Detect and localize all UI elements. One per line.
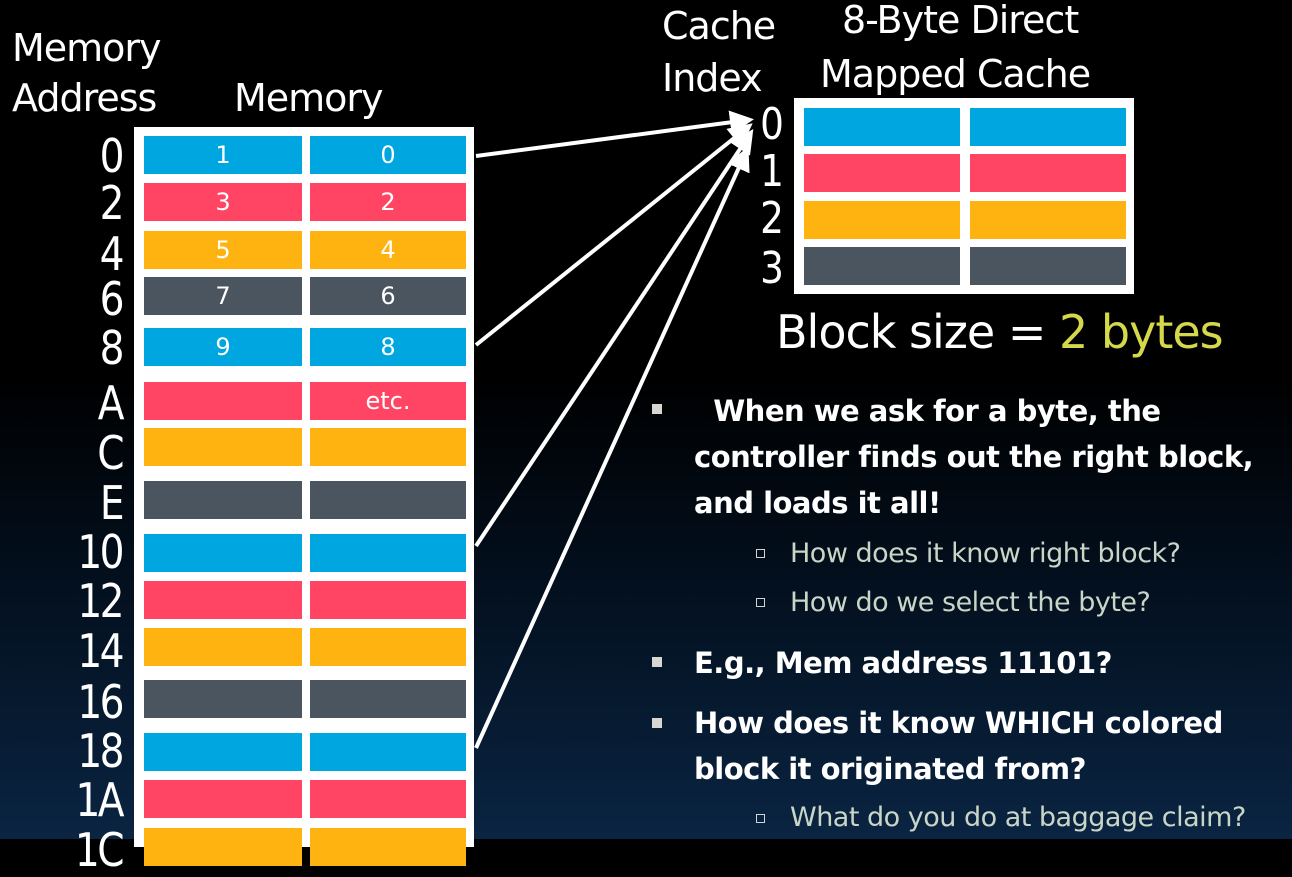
bullet-square-icon bbox=[652, 404, 662, 414]
block-size-label: Block size = bbox=[776, 305, 1060, 359]
memory-byte-cell: etc. bbox=[310, 382, 466, 420]
memory-address-label: C bbox=[97, 426, 124, 480]
cache-title-line1: 8-Byte Direct bbox=[842, 0, 1079, 42]
memory-address-header-line2: Address bbox=[12, 76, 157, 120]
memory-address-label: 10 bbox=[77, 525, 124, 579]
mapping-arrow bbox=[474, 146, 750, 749]
cache-block-cell bbox=[804, 247, 960, 285]
memory-byte-cell: 6 bbox=[310, 277, 466, 315]
sub-bullet-square-icon bbox=[756, 598, 765, 607]
bullet-text: When we ask for a byte, the bbox=[694, 394, 1161, 428]
memory-address-label: 0 bbox=[99, 129, 125, 183]
sub-bullet-text: How do we select the byte? bbox=[790, 587, 1151, 618]
cache-index-header-line2: Index bbox=[662, 56, 763, 100]
mapping-arrow bbox=[474, 123, 753, 347]
block-size-value: 2 bytes bbox=[1059, 305, 1224, 359]
memory-byte-cell bbox=[144, 428, 302, 466]
memory-byte-cell: 7 bbox=[144, 277, 302, 315]
block-size-caption: Block size = 2 bytes bbox=[776, 302, 1224, 362]
bullet-text: How does it know WHICH colored bbox=[694, 706, 1223, 740]
cache-index-label: 3 bbox=[760, 243, 784, 294]
memory-byte-cell bbox=[144, 780, 302, 818]
memory-byte-cell: 3 bbox=[144, 183, 302, 221]
memory-byte-cell bbox=[310, 680, 466, 718]
memory-address-label: 2 bbox=[99, 176, 125, 230]
memory-address-label: 16 bbox=[77, 675, 124, 729]
sub-bullet-square-icon bbox=[756, 814, 765, 823]
memory-byte-cell: 8 bbox=[310, 328, 466, 366]
memory-address-header-line1: Memory bbox=[12, 26, 162, 70]
bullet-square-icon bbox=[652, 718, 662, 728]
memory-byte-cell bbox=[144, 581, 302, 619]
cache-index-label: 2 bbox=[760, 193, 784, 244]
memory-address-label: 6 bbox=[99, 272, 125, 326]
memory-byte-cell: 4 bbox=[310, 231, 466, 269]
sub-bullet-text: What do you do at baggage claim? bbox=[790, 802, 1246, 833]
memory-byte-cell: 0 bbox=[310, 136, 466, 174]
memory-byte-cell: 2 bbox=[310, 183, 466, 221]
cache-index-label: 0 bbox=[760, 99, 784, 150]
mapping-arrow bbox=[475, 110, 754, 158]
mapping-arrow bbox=[474, 129, 754, 548]
bullet-text: block it originated from? bbox=[694, 752, 1086, 786]
memory-address-label: 1A bbox=[75, 773, 124, 827]
memory-address-label: 14 bbox=[77, 624, 124, 678]
memory-address-label: 4 bbox=[99, 227, 125, 281]
cache-index-header-line1: Cache bbox=[662, 4, 776, 48]
memory-byte-cell bbox=[310, 534, 466, 572]
cache-index-label: 1 bbox=[760, 146, 784, 197]
cache-block-cell bbox=[804, 154, 960, 192]
memory-byte-cell bbox=[144, 628, 302, 666]
memory-address-label: 18 bbox=[77, 724, 124, 778]
cache-block-cell bbox=[970, 108, 1126, 146]
memory-address-label: E bbox=[99, 476, 125, 530]
bullet-text: and loads it all! bbox=[694, 486, 941, 520]
cache-panel bbox=[794, 98, 1134, 294]
sub-bullet-text: How does it know right block? bbox=[790, 538, 1181, 569]
memory-byte-cell bbox=[310, 581, 466, 619]
memory-address-label: 12 bbox=[77, 574, 124, 628]
memory-address-label: A bbox=[97, 376, 125, 430]
memory-byte-cell bbox=[310, 481, 466, 519]
mapping-arrows bbox=[474, 110, 754, 749]
cache-block-cell bbox=[970, 201, 1126, 239]
memory-byte-cell bbox=[310, 733, 466, 771]
memory-byte-cell bbox=[144, 382, 302, 420]
memory-byte-cell bbox=[310, 628, 466, 666]
memory-byte-cell: 5 bbox=[144, 231, 302, 269]
sub-bullet-square-icon bbox=[756, 549, 765, 558]
cache-block-cell bbox=[970, 247, 1126, 285]
memory-byte-cell bbox=[144, 680, 302, 718]
bullet-square-icon bbox=[652, 657, 662, 667]
memory-byte-cell bbox=[144, 534, 302, 572]
memory-byte-cell bbox=[144, 733, 302, 771]
memory-byte-cell: 9 bbox=[144, 328, 302, 366]
memory-address-label: 8 bbox=[99, 321, 125, 375]
memory-byte-cell bbox=[310, 780, 466, 818]
bullet-text: controller finds out the right block, bbox=[694, 440, 1254, 474]
bullet-text: E.g., Mem address 11101? bbox=[694, 646, 1112, 680]
memory-byte-cell bbox=[144, 481, 302, 519]
memory-byte-cell: 1 bbox=[144, 136, 302, 174]
cache-title-line2: Mapped Cache bbox=[820, 52, 1091, 96]
cache-block-cell bbox=[804, 201, 960, 239]
cache-block-cell bbox=[970, 154, 1126, 192]
memory-column-header: Memory bbox=[234, 76, 384, 120]
memory-byte-cell bbox=[310, 428, 466, 466]
cache-block-cell bbox=[804, 108, 960, 146]
